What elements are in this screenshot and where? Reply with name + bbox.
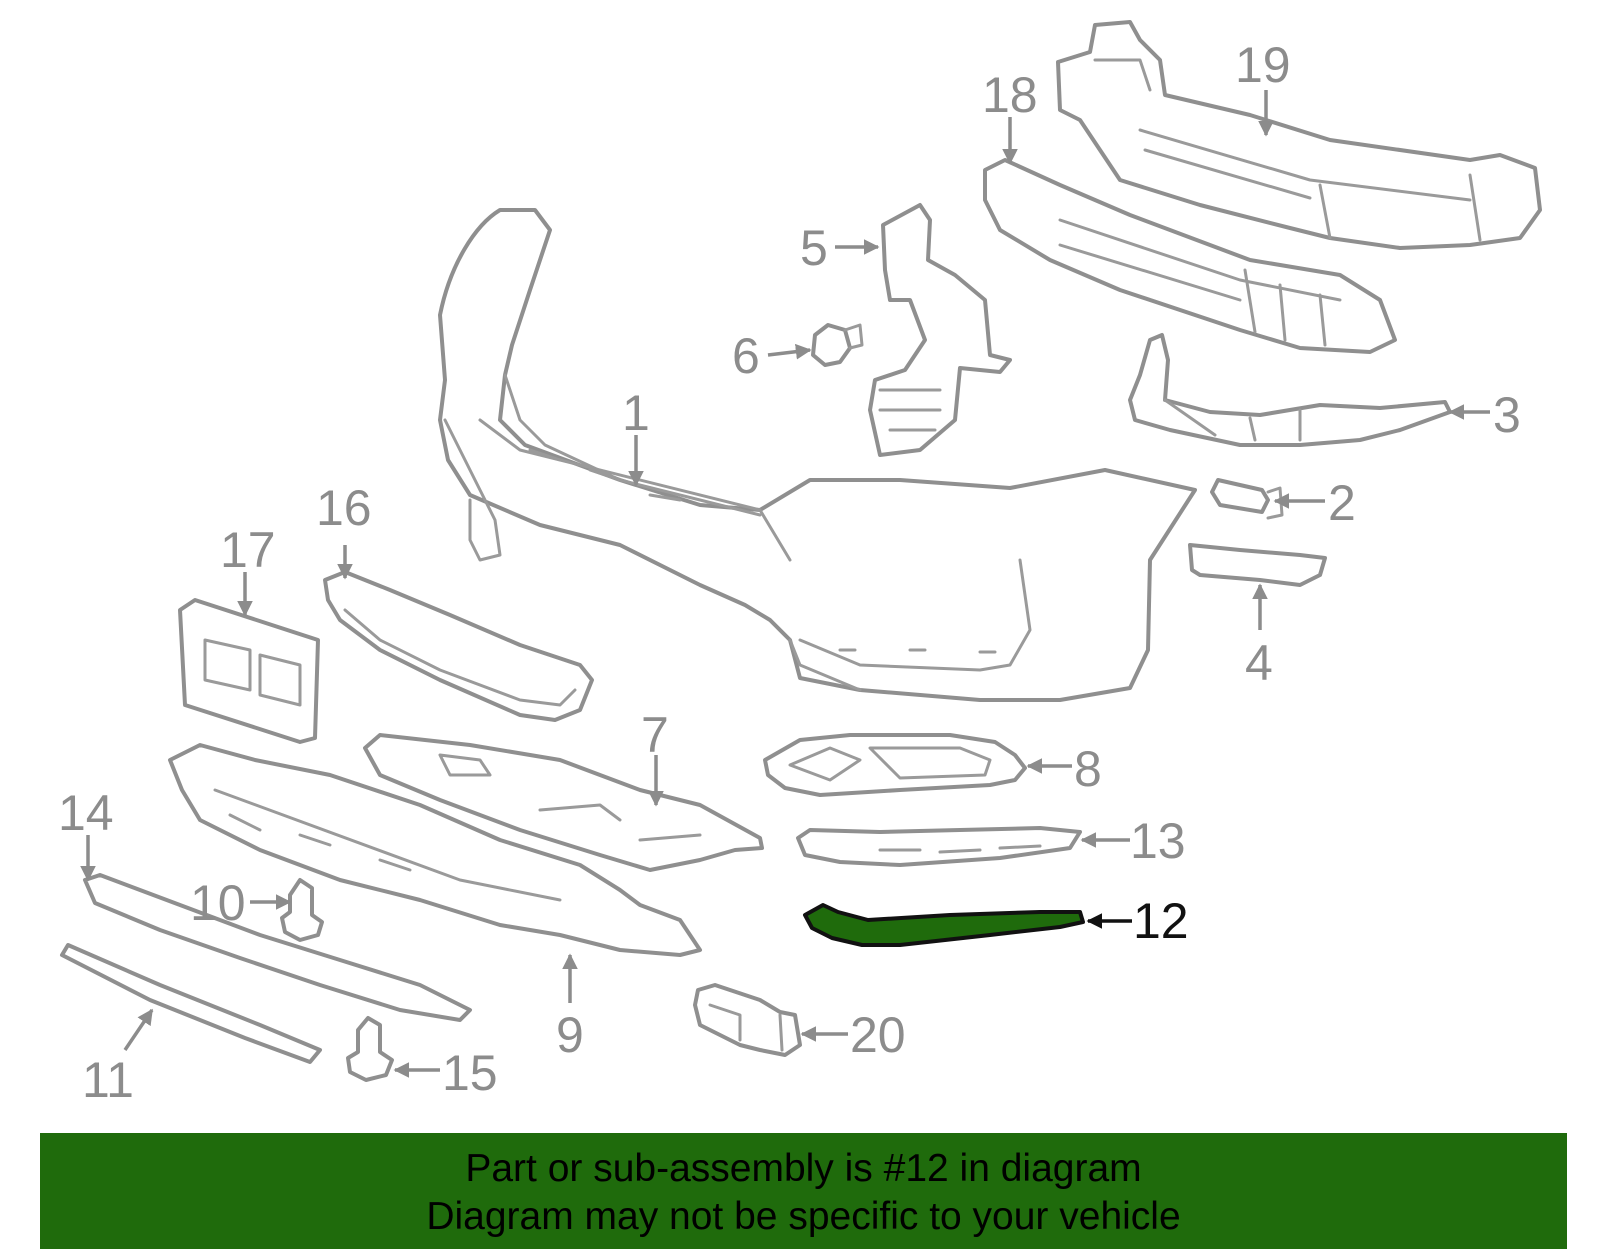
callout-numbers: 1 2 3 4 5 6 7 8 9 10 11 12 13 14 15 16 1… <box>58 37 1521 1108</box>
callout-16: 16 <box>316 480 372 536</box>
callout-19: 19 <box>1235 37 1291 93</box>
part-6-clip <box>811 323 864 367</box>
callout-9: 9 <box>556 1007 584 1063</box>
callout-7: 7 <box>641 707 669 763</box>
part-1-bumper-cover <box>438 208 1197 702</box>
part-2-bolt <box>1210 478 1284 520</box>
callout-13: 13 <box>1130 813 1186 869</box>
callout-11: 11 <box>82 1052 134 1108</box>
part-5-bracket <box>868 203 1012 457</box>
part-18-energy-absorber <box>983 158 1397 354</box>
part-10-clip <box>280 878 324 942</box>
banner-line-2: Diagram may not be specific to your vehi… <box>426 1195 1181 1238</box>
callout-8: 8 <box>1074 741 1102 797</box>
part-8-fog-bezel <box>763 733 1027 797</box>
callout-5: 5 <box>800 220 828 276</box>
part-13-lower-trim <box>796 826 1082 867</box>
part-16-lower-grille <box>323 570 594 722</box>
part-4-bracket <box>1188 543 1327 587</box>
part-17-license-bracket <box>178 598 320 744</box>
callout-2: 2 <box>1328 475 1356 531</box>
callout-1: 1 <box>622 385 650 441</box>
callout-10: 10 <box>190 875 246 931</box>
callout-12: 12 <box>1133 893 1189 949</box>
callout-20: 20 <box>850 1007 906 1063</box>
part-11-molding <box>60 943 322 1064</box>
part-9-lower-absorber <box>168 743 702 957</box>
part-3-side-bracket <box>1128 333 1452 447</box>
leader-lines <box>80 90 1490 1078</box>
callout-18: 18 <box>982 67 1038 123</box>
callout-15: 15 <box>442 1045 498 1101</box>
callout-3: 3 <box>1493 387 1521 443</box>
part-12-garnish-highlight <box>803 903 1085 947</box>
callout-4: 4 <box>1245 635 1273 691</box>
callout-6: 6 <box>732 328 760 384</box>
banner-line-1: Part or sub-assembly is #12 in diagram <box>465 1147 1142 1190</box>
callout-14: 14 <box>58 785 114 841</box>
part-14-lower-garnish <box>83 873 472 1022</box>
callout-17: 17 <box>220 522 276 578</box>
part-7-under-cover <box>363 733 764 872</box>
info-banner: Part or sub-assembly is #12 in diagram D… <box>40 1133 1567 1249</box>
part-19-reinforcement-beam <box>1056 20 1542 250</box>
part-20-sensor <box>693 983 802 1057</box>
part-15-clip <box>346 1016 394 1082</box>
